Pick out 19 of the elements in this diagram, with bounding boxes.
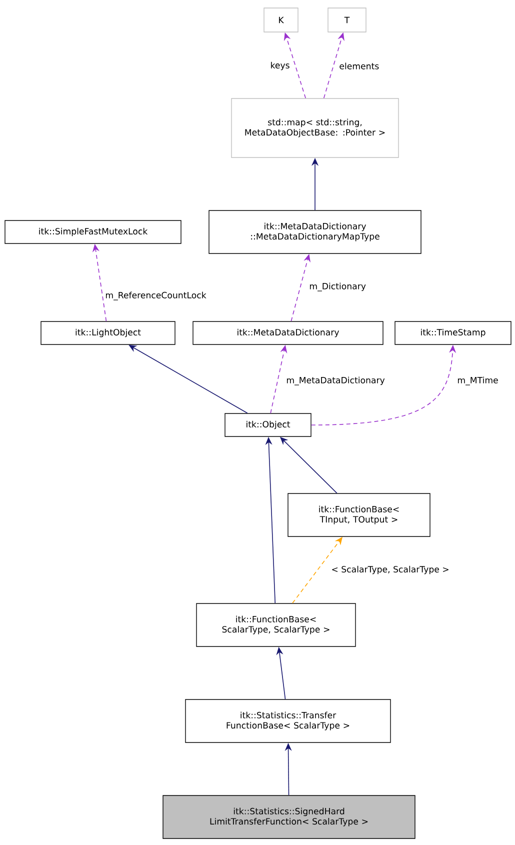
class-box: K bbox=[264, 8, 298, 32]
class-box: itk::Statistics::Transfer FunctionBase< ScalarType > bbox=[185, 699, 391, 743]
edge-label: m_MetaDataDictionary bbox=[285, 376, 386, 386]
class-box: itk::LightObject bbox=[40, 321, 176, 345]
class-box: std::map< std::string, MetaDataObjectBase: :Pointer > bbox=[231, 98, 399, 158]
class-box: T bbox=[328, 8, 366, 32]
class-box: itk::TimeStamp bbox=[394, 321, 512, 345]
edge-label: m_Dictionary bbox=[308, 282, 367, 292]
class-box: itk::FunctionBase< TInput, TOutput > bbox=[288, 493, 430, 537]
edge-label: m_MTime bbox=[456, 376, 500, 386]
class-box: itk::MetaDataDictionary ::MetaDataDictionaryMapType bbox=[208, 210, 422, 254]
class-box: itk::SimpleFastMutexLock bbox=[4, 220, 182, 244]
class-box: itk::FunctionBase< ScalarType, ScalarType > bbox=[196, 603, 356, 647]
class-box: itk::MetaDataDictionary bbox=[192, 321, 384, 345]
edge-label: m_ReferenceCountLock bbox=[104, 290, 208, 302]
edge-label: < ScalarType, ScalarType > bbox=[330, 564, 450, 576]
class-box: itk::Statistics::SignedHard LimitTransferFunction< ScalarType > bbox=[162, 795, 416, 839]
edge-label: elements bbox=[338, 62, 380, 70]
class-box: itk::Object bbox=[224, 413, 312, 437]
